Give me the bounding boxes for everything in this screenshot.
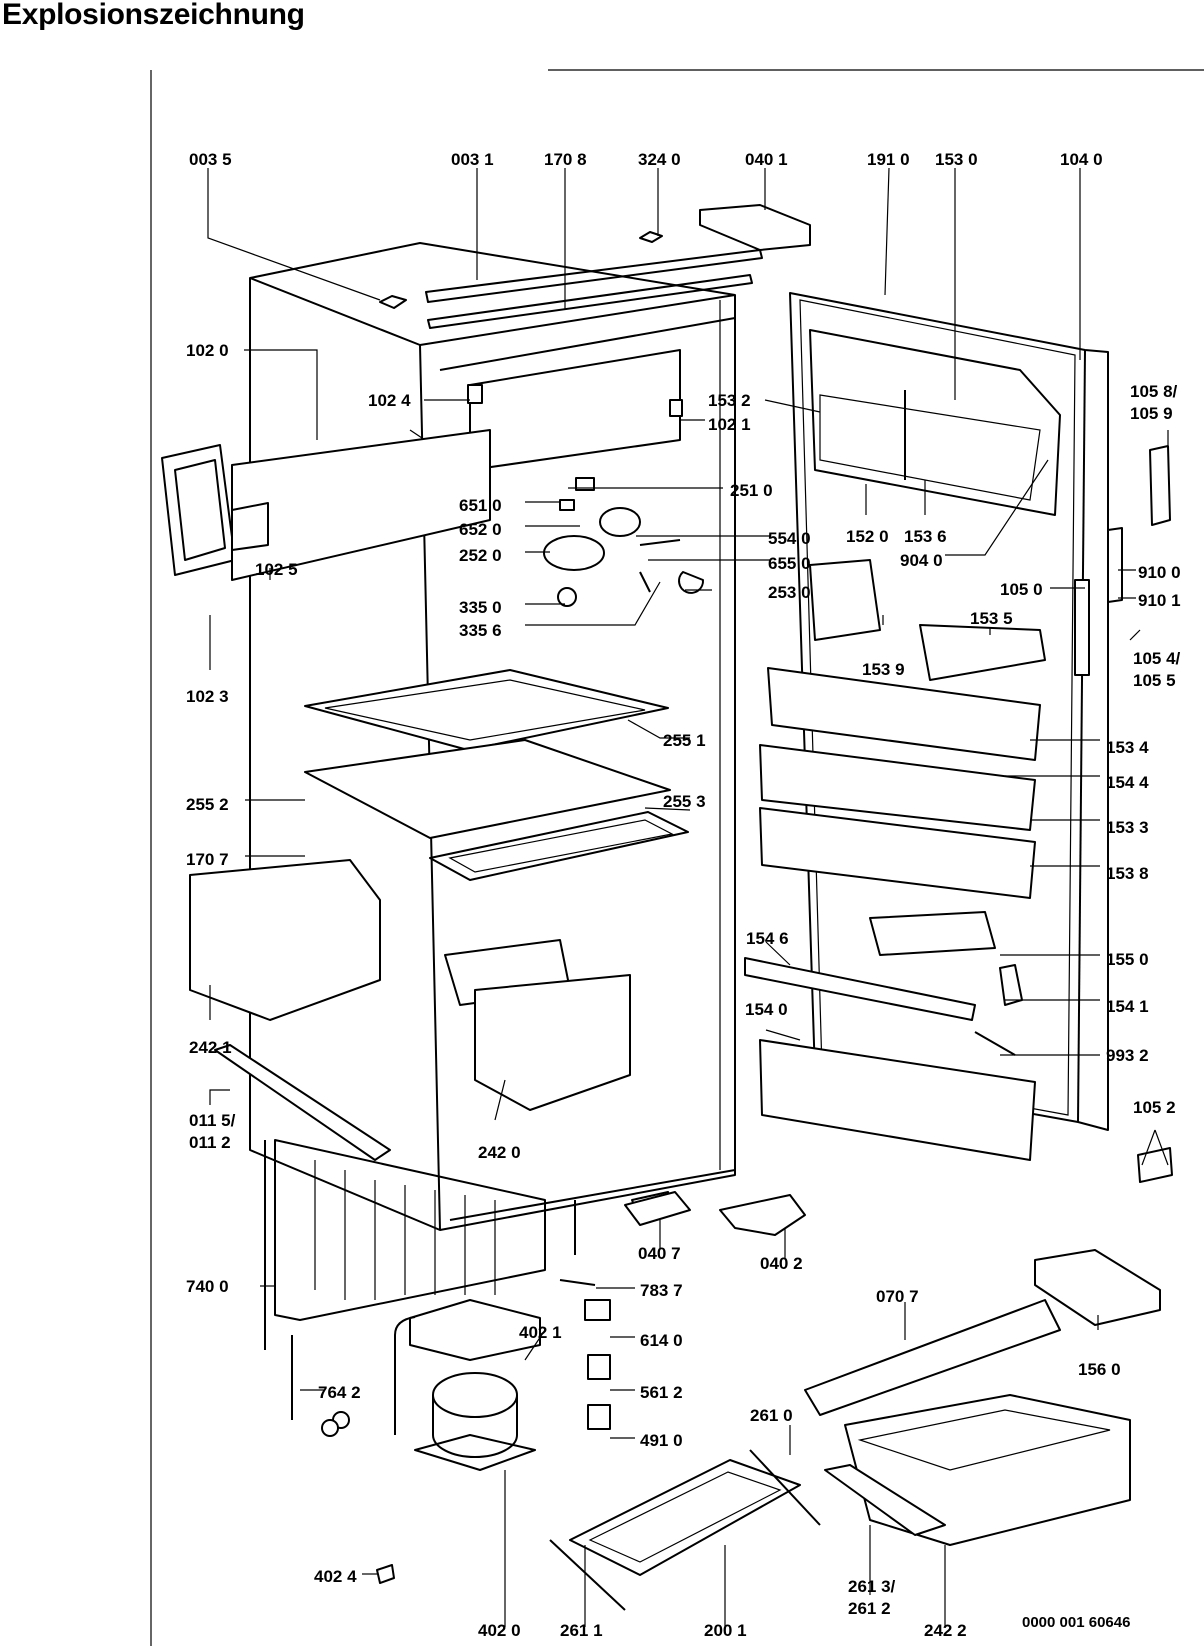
part-label: 153 0 bbox=[935, 150, 978, 169]
part-label: 242 2 bbox=[924, 1621, 967, 1640]
part-label: 255 1 bbox=[663, 731, 706, 750]
part-label: 910 1 bbox=[1138, 591, 1181, 610]
part-label: 554 0 bbox=[768, 529, 811, 548]
part-label: 324 0 bbox=[638, 150, 681, 169]
part-label: 253 0 bbox=[768, 583, 811, 602]
part-label: 255 3 bbox=[663, 792, 706, 811]
part-label: 040 7 bbox=[638, 1244, 681, 1263]
part-label: 152 0 bbox=[846, 527, 889, 546]
part-label: 102 5 bbox=[255, 560, 298, 579]
part-label: 003 1 bbox=[451, 150, 494, 169]
part-label: 261 0 bbox=[750, 1406, 793, 1425]
part-label: 402 0 bbox=[478, 1621, 521, 1640]
cabinet bbox=[249, 242, 736, 1231]
part-label: 561 2 bbox=[640, 1383, 683, 1402]
part-label: 104 0 bbox=[1060, 150, 1103, 169]
part-label: 070 7 bbox=[876, 1287, 919, 1306]
door-trays bbox=[744, 559, 1046, 1161]
ice-tray bbox=[1034, 1249, 1161, 1326]
part-label: 040 2 bbox=[760, 1254, 803, 1273]
drawers bbox=[189, 859, 631, 1111]
bottom-grille bbox=[549, 1449, 821, 1611]
part-label: 652 0 bbox=[459, 520, 502, 539]
part-label: 910 0 bbox=[1138, 563, 1181, 582]
part-label: 764 2 bbox=[318, 1383, 361, 1402]
part-label: 153 5 bbox=[970, 609, 1013, 628]
part-label: 102 3 bbox=[186, 687, 229, 706]
document-number: 0000 001 60646 bbox=[1022, 1614, 1131, 1631]
top-hinge bbox=[699, 204, 811, 251]
part-label: 153 6 bbox=[904, 527, 947, 546]
part-label: 904 0 bbox=[900, 551, 943, 570]
part-label: 651 0 bbox=[459, 496, 502, 515]
part-label: 242 1 bbox=[189, 1038, 232, 1057]
part-label: 402 4 bbox=[314, 1567, 357, 1586]
part-label: 242 0 bbox=[478, 1143, 521, 1162]
part-label: 011 5/011 2 bbox=[189, 1111, 236, 1152]
part-label: 040 1 bbox=[745, 150, 788, 169]
part-label: 655 0 bbox=[768, 554, 811, 573]
part-label: 154 0 bbox=[745, 1000, 788, 1019]
part-label: 261 1 bbox=[560, 1621, 603, 1640]
part-label: 156 0 bbox=[1078, 1360, 1121, 1379]
part-label: 993 2 bbox=[1106, 1046, 1149, 1065]
part-label: 740 0 bbox=[186, 1277, 229, 1296]
part-label: 102 0 bbox=[186, 341, 229, 360]
compressor bbox=[291, 1299, 541, 1584]
condenser bbox=[264, 1139, 576, 1350]
vegetable-drawer bbox=[804, 1299, 1131, 1546]
part-label: 153 9 bbox=[862, 660, 905, 679]
part-label: 153 2 bbox=[708, 391, 751, 410]
control-unit bbox=[467, 384, 705, 607]
part-label: 614 0 bbox=[640, 1331, 683, 1350]
part-label: 154 6 bbox=[746, 929, 789, 948]
glass-shelves bbox=[304, 669, 689, 881]
page-title: Explosionszeichnung bbox=[2, 0, 305, 31]
small-parts bbox=[559, 1191, 806, 1430]
part-label: 335 0 bbox=[459, 598, 502, 617]
part-label: 783 7 bbox=[640, 1281, 683, 1300]
part-label: 255 2 bbox=[186, 795, 229, 814]
part-label: 252 0 bbox=[459, 546, 502, 565]
top-cover bbox=[379, 231, 763, 329]
freezer-door bbox=[161, 429, 491, 581]
bottom-rail bbox=[214, 1044, 391, 1161]
part-label: 105 0 bbox=[1000, 580, 1043, 599]
part-label: 153 8 bbox=[1106, 864, 1149, 883]
part-label: 102 1 bbox=[708, 415, 751, 434]
part-label: 170 7 bbox=[186, 850, 229, 869]
part-label: 191 0 bbox=[867, 150, 910, 169]
part-label: 153 3 bbox=[1106, 818, 1149, 837]
part-label: 003 5 bbox=[189, 150, 232, 169]
butter-compartment bbox=[809, 329, 1061, 516]
part-label: 402 1 bbox=[519, 1323, 562, 1342]
part-label: 154 4 bbox=[1106, 773, 1149, 792]
part-label: 335 6 bbox=[459, 621, 502, 640]
part-label: 200 1 bbox=[704, 1621, 747, 1640]
part-label: 105 4/105 5 bbox=[1133, 649, 1181, 690]
part-label: 153 4 bbox=[1106, 738, 1149, 757]
part-label: 105 2 bbox=[1133, 1098, 1176, 1117]
part-label: 491 0 bbox=[640, 1431, 683, 1450]
part-label: 155 0 bbox=[1106, 950, 1149, 969]
part-label: 170 8 bbox=[544, 150, 587, 169]
part-label: 154 1 bbox=[1106, 997, 1149, 1016]
part-label: 261 3/261 2 bbox=[848, 1577, 896, 1618]
part-label: 102 4 bbox=[368, 391, 411, 410]
leader-lines bbox=[207, 167, 1169, 1627]
part-label: 105 8/105 9 bbox=[1130, 382, 1178, 423]
part-label: 251 0 bbox=[730, 481, 773, 500]
